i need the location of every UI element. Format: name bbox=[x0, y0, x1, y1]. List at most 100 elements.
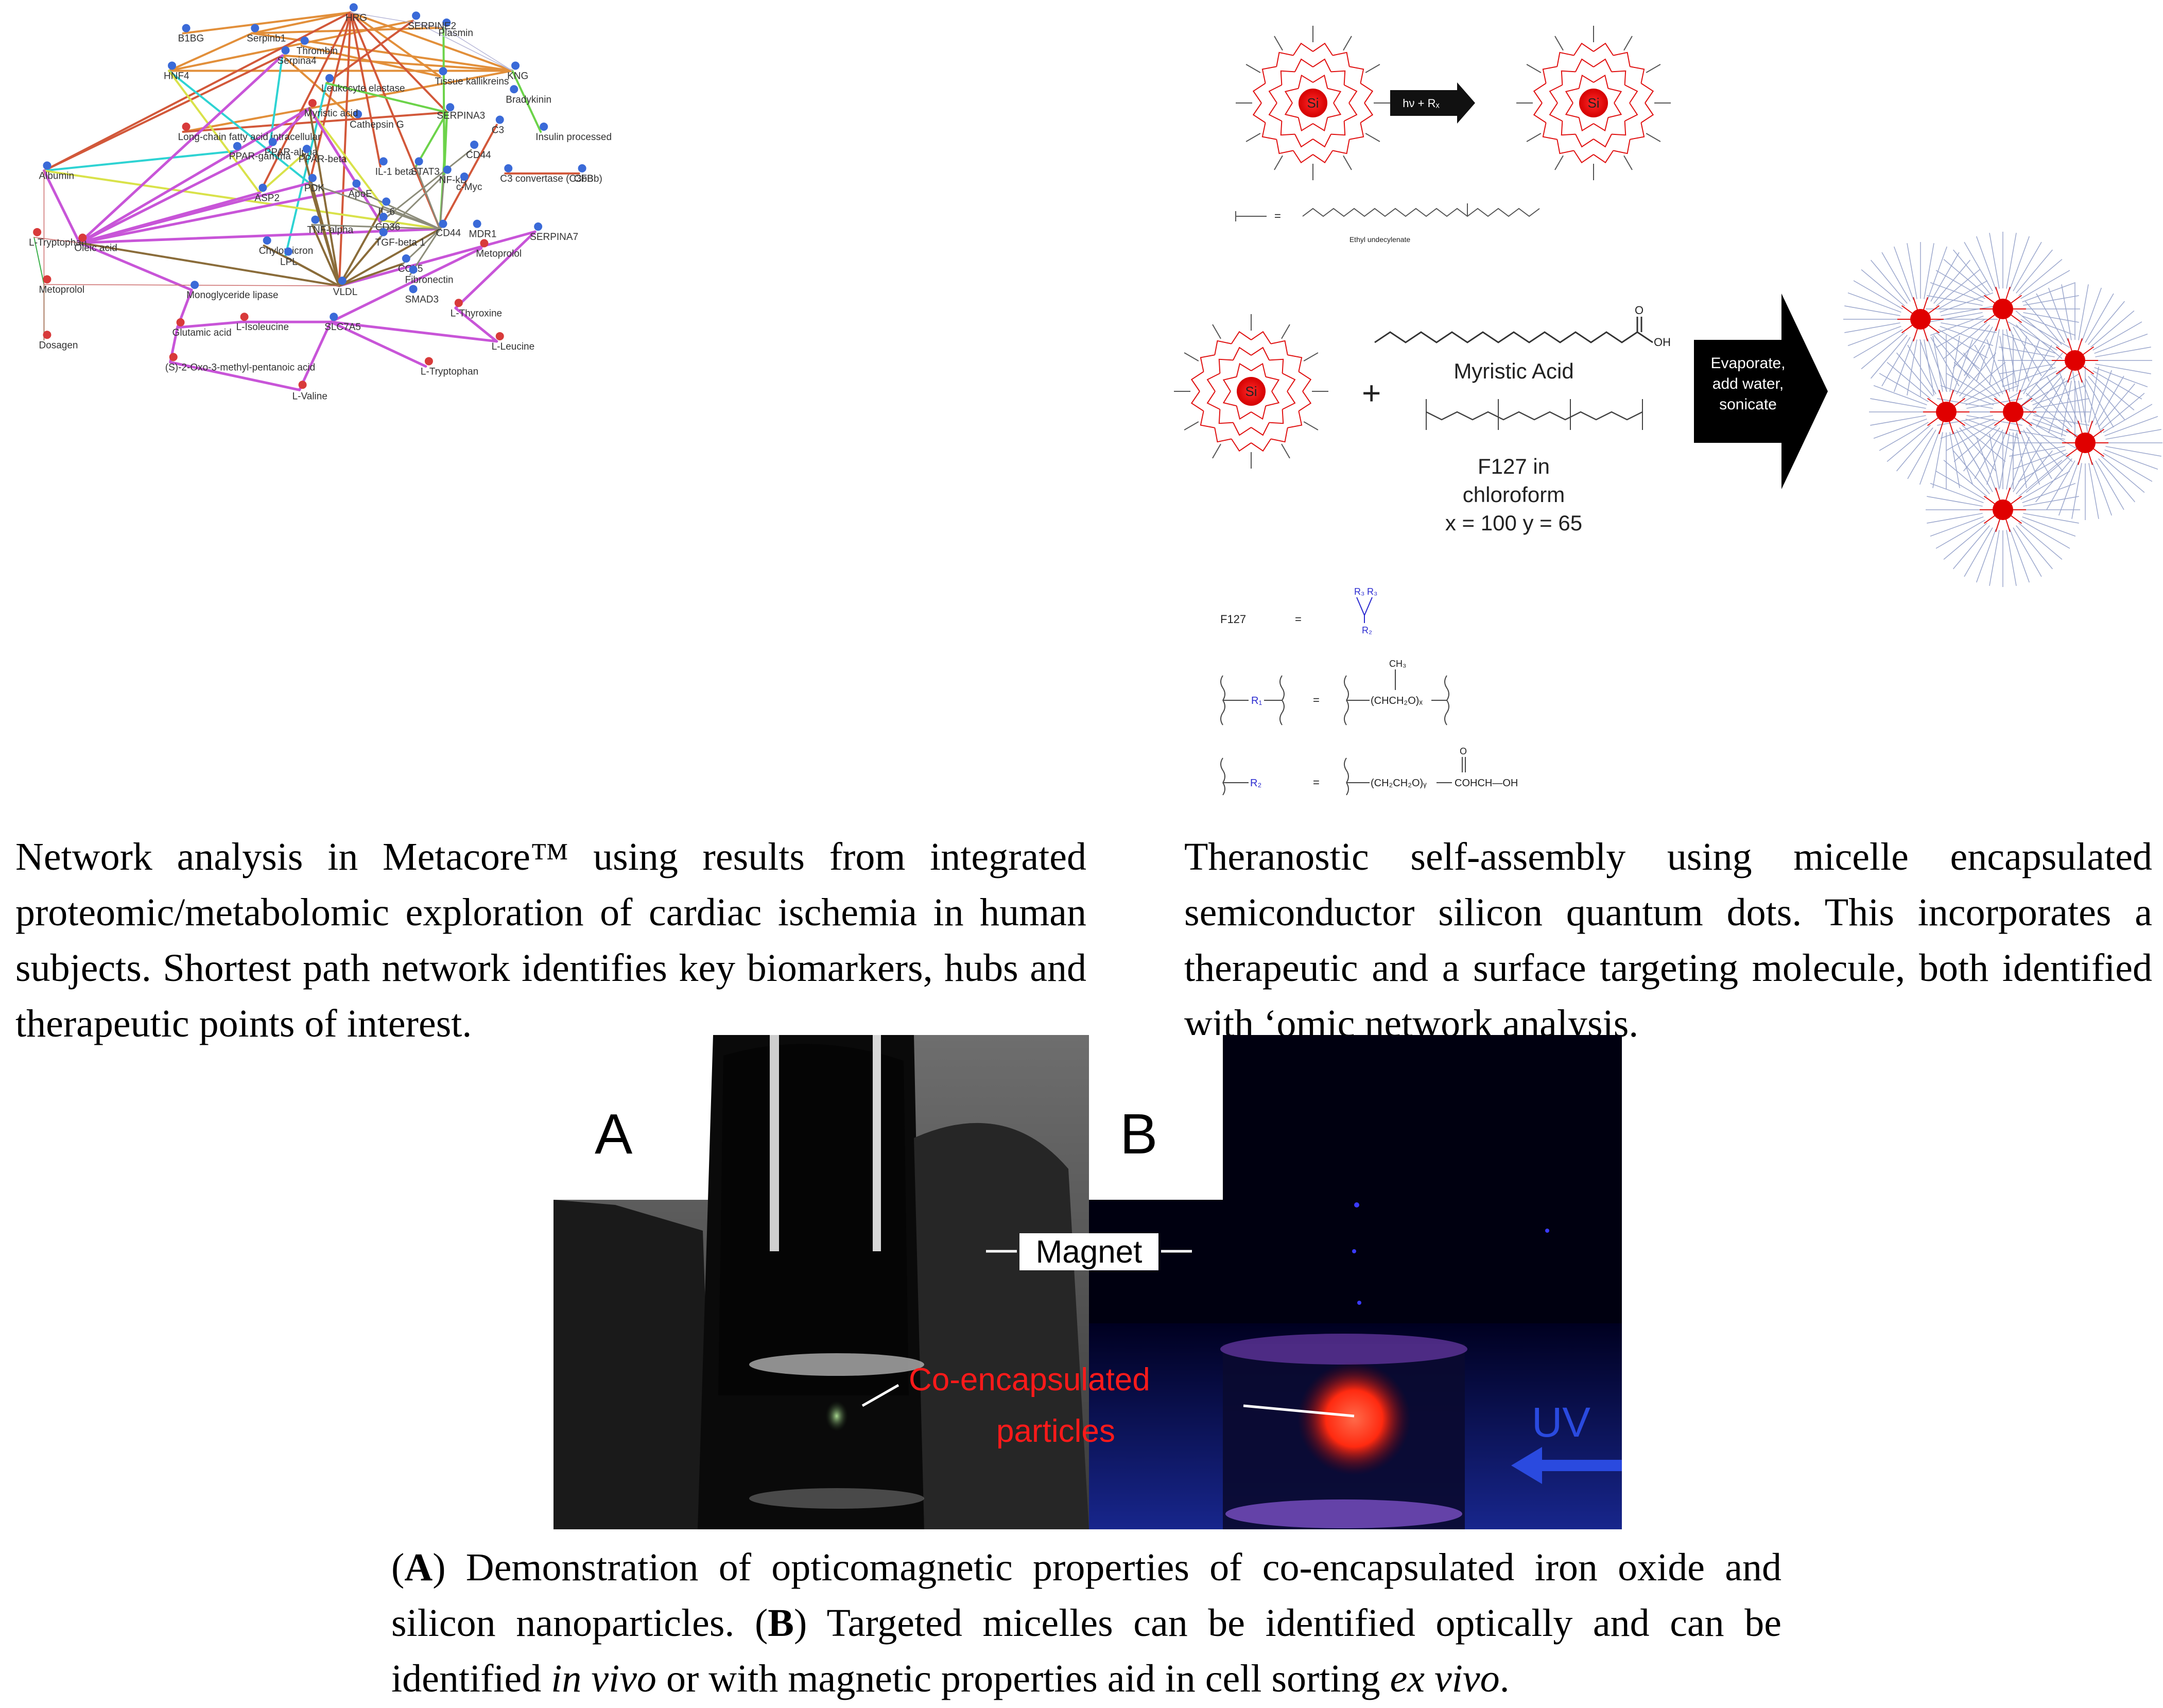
network-node: SERPINA7 bbox=[530, 222, 578, 243]
micelle-chain bbox=[1930, 252, 1960, 302]
network-node-label: Dosagen bbox=[39, 340, 78, 351]
network-node-icon bbox=[379, 213, 388, 221]
lattice-bond bbox=[1593, 58, 1612, 72]
lattice-bond bbox=[1284, 88, 1299, 103]
lattice-bond bbox=[1561, 70, 1576, 85]
network-node: L-Valine bbox=[292, 381, 327, 402]
r2-label: R₂ bbox=[1250, 778, 1261, 789]
network-edge bbox=[311, 223, 340, 287]
network-nodes: Serpinb1ThrombinPlasminSERPINE2HRGB1BGHN… bbox=[29, 3, 612, 402]
network-node-icon bbox=[443, 165, 452, 174]
micelle-chain bbox=[1927, 496, 1983, 507]
micelle-chain bbox=[1937, 398, 1993, 409]
network-node: TGF-beta 1 bbox=[375, 228, 425, 248]
network-node-icon bbox=[349, 3, 358, 12]
network-node-label: C3 bbox=[492, 125, 504, 136]
micelle-chain bbox=[1962, 425, 2006, 462]
micelle-chain bbox=[1853, 280, 1903, 309]
network-node: Leukocyte elastase bbox=[321, 74, 405, 94]
network-node: L-Tryptophan bbox=[29, 228, 86, 248]
micelle-chain bbox=[1943, 523, 1987, 560]
network-node-icon bbox=[480, 239, 489, 248]
micelle-chain bbox=[1930, 516, 1984, 537]
lattice-bond bbox=[1312, 42, 1334, 56]
network-edge bbox=[311, 224, 441, 230]
micelle-chain bbox=[2016, 249, 2053, 294]
network-edge bbox=[439, 174, 445, 230]
micelle-chain bbox=[1935, 471, 1985, 500]
micelle-chain bbox=[1930, 482, 1984, 504]
micelle-chain bbox=[1974, 429, 2003, 479]
network-node-icon bbox=[43, 275, 51, 284]
network-node-label: KNG bbox=[507, 71, 528, 81]
lattice-bond bbox=[1630, 123, 1645, 140]
network-node-label: STAT3 bbox=[411, 166, 440, 177]
micelle-chain bbox=[2033, 415, 2089, 426]
micelle-chain bbox=[2018, 523, 2063, 560]
micelle-chain bbox=[2078, 284, 2089, 340]
micelle-chain bbox=[1930, 315, 1984, 336]
surface-ligand bbox=[1554, 36, 1564, 51]
lattice-bond bbox=[1312, 117, 1328, 132]
micelle-chain bbox=[1907, 429, 1936, 479]
surface-ligand bbox=[1245, 64, 1261, 73]
si-label: Si bbox=[1587, 95, 1599, 111]
network-node: CD44 bbox=[466, 141, 491, 161]
network-node: STAT3 bbox=[411, 157, 440, 177]
micelle-chain bbox=[2026, 456, 2070, 493]
micelle-chain bbox=[2023, 295, 2079, 306]
micelle-chain bbox=[2046, 375, 2075, 425]
micelle-shell bbox=[1843, 232, 2162, 587]
micelle-chain bbox=[2018, 460, 2063, 497]
network-node: C3 bbox=[492, 115, 504, 136]
micelle-chain bbox=[2009, 437, 2030, 491]
micelle-chain bbox=[1881, 337, 1911, 387]
micelle-chain bbox=[1932, 432, 1943, 488]
f127-structure: F127 in chloroform x = 100 y = 65 bbox=[1426, 399, 1643, 535]
network-node: L-Leucine bbox=[492, 332, 534, 352]
lattice-bond bbox=[1573, 150, 1594, 164]
lattice-bond bbox=[1624, 84, 1638, 103]
micelle-chain bbox=[2092, 321, 2142, 351]
lattice-bond bbox=[1271, 427, 1288, 443]
network-edge bbox=[329, 320, 498, 343]
equals-sign: = bbox=[1295, 613, 1302, 626]
network-edge bbox=[251, 32, 514, 72]
network-edge bbox=[308, 182, 340, 287]
micelle-chain bbox=[1935, 319, 1985, 348]
network-node: PDK bbox=[304, 174, 324, 194]
lattice-bond bbox=[1280, 120, 1295, 136]
arrow-text-3: sonicate bbox=[1719, 396, 1777, 413]
micelle-chain bbox=[1933, 260, 1970, 304]
network-node-label: IL-1 beta bbox=[375, 166, 414, 177]
panel-b-photo: B UV bbox=[1089, 1035, 1622, 1529]
surface-ligand bbox=[1646, 64, 1661, 73]
micelle-chain bbox=[2009, 446, 2065, 457]
surface-ligand bbox=[1343, 36, 1352, 51]
network-edge bbox=[454, 306, 498, 343]
micelle-chain bbox=[1943, 259, 1987, 296]
network-edge bbox=[414, 111, 448, 168]
surface-ligand bbox=[1646, 133, 1661, 142]
lattice-bond bbox=[1533, 102, 1547, 124]
lattice-bond bbox=[1231, 438, 1252, 452]
micelle-chain bbox=[2088, 301, 2125, 345]
lattice-bond bbox=[1640, 102, 1654, 124]
network-node-label: TGF-beta 1 bbox=[375, 237, 425, 248]
micelle-chain bbox=[1953, 425, 1998, 462]
reaction-label: hν + Rₓ bbox=[1403, 97, 1440, 110]
network-node-label: Monoglyceride lipase bbox=[186, 290, 278, 301]
network-node: SMAD3 bbox=[405, 285, 439, 305]
network-node-icon bbox=[43, 331, 51, 339]
micelle-chain bbox=[1861, 269, 1905, 306]
lattice-bond bbox=[1333, 51, 1350, 67]
network-edge bbox=[382, 206, 441, 230]
network-edge bbox=[349, 11, 514, 72]
lattice-bond bbox=[1287, 354, 1303, 372]
micelle-chain bbox=[2019, 431, 2040, 485]
network-node-label: NF-kB bbox=[439, 175, 467, 186]
micelle-chain bbox=[2085, 293, 2114, 343]
network-node: CD44 bbox=[436, 219, 461, 239]
network-node: ASP2 bbox=[254, 183, 280, 204]
network-edge bbox=[329, 247, 482, 323]
